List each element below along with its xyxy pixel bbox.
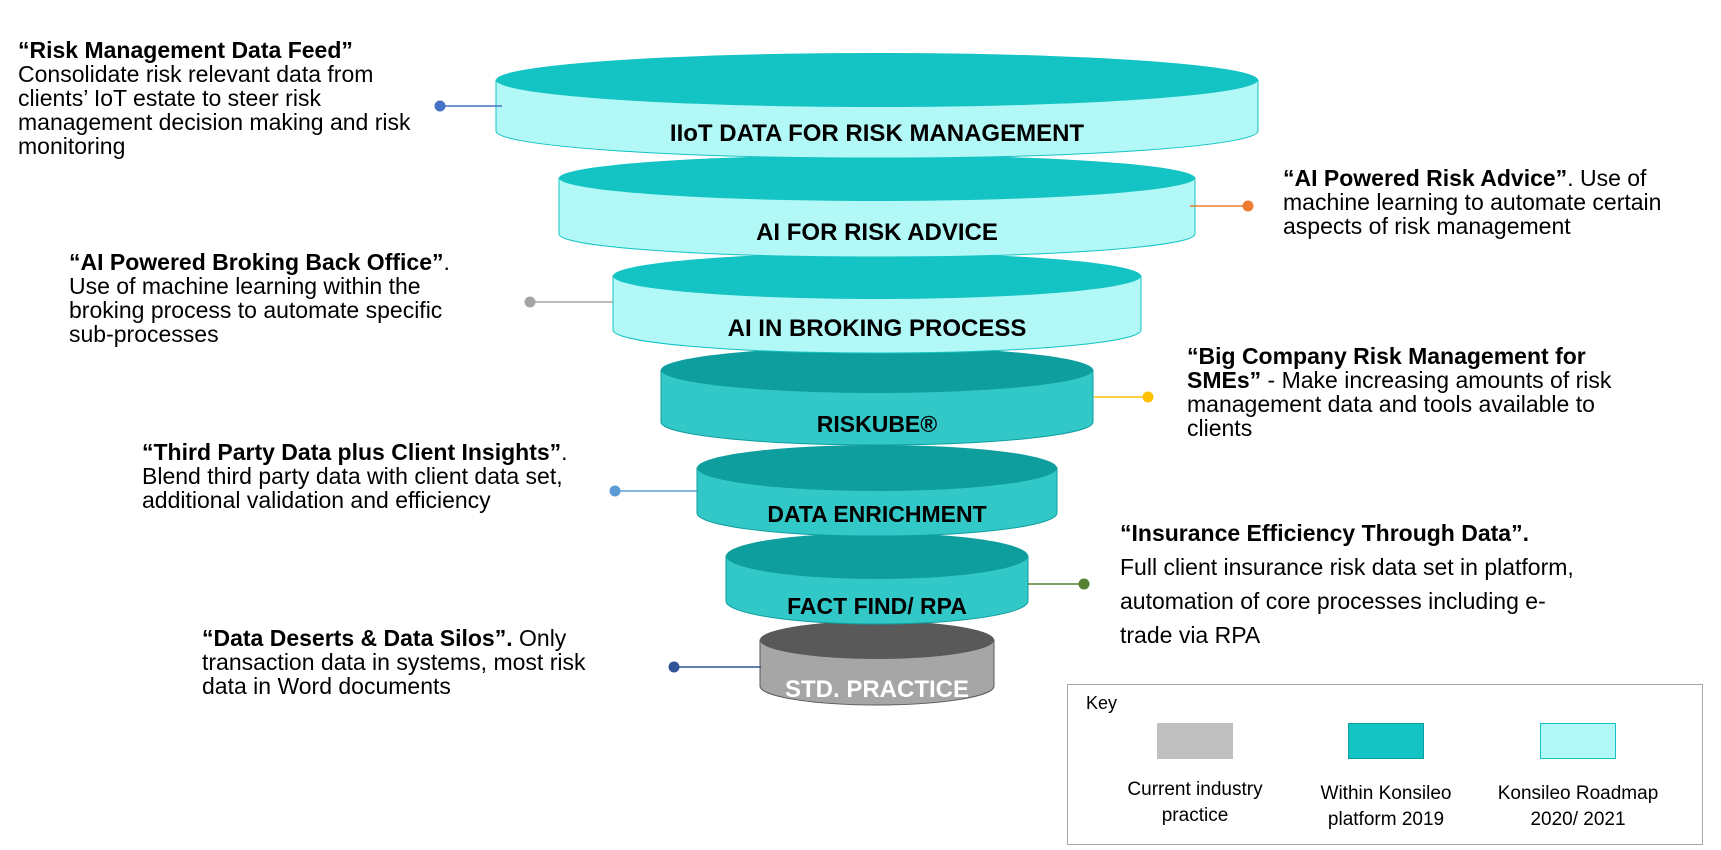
layer-label: DATA ENRICHMENT [767,501,986,527]
connector-dot [609,485,621,497]
layer-top [559,155,1195,201]
annotation-body: Only transaction data in systems, most r… [202,625,586,699]
funnel-layer-std-practice: STD. PRACTICE [759,621,995,706]
connector-dot [1242,200,1254,212]
layer-label: STD. PRACTICE [785,676,969,703]
layer-top [726,533,1028,579]
connector-dot [434,100,446,112]
funnel-layer-ai-broking-process: AI IN BROKING PROCESS [612,253,1142,354]
key-label-line: 2020/ 2021 [1530,809,1626,830]
key-swatch-current-practice [1157,723,1233,759]
annotation-title: “Data Deserts & Data Silos”. [202,625,513,651]
funnel-layer-ai-risk-advice: AI FOR RISK ADVICE [558,155,1196,258]
connector-iiot-data [434,100,502,112]
annotation-title: “Risk Management Data Feed” [18,37,353,63]
layer-label: IIoT DATA FOR RISK MANAGEMENT [670,120,1085,147]
annotation-ai-powered-broking-back-office: “AI Powered Broking Back Office”. Use of… [69,250,479,346]
connector-dot [668,661,680,673]
funnel-layer-iiot-data: IIoT DATA FOR RISK MANAGEMENT [495,53,1259,159]
key-title: Key [1086,693,1118,713]
annotation-insurance-efficiency: “Insurance Efficiency Through Data”. Ful… [1120,516,1590,652]
connector-std-practice [668,661,761,673]
annotation-body: - Make increasing amounts of risk manage… [1187,367,1612,441]
annotation-body: . Blend third party data with client dat… [142,439,568,513]
key-legend: Key Current industry practice Within Kon… [1067,684,1703,845]
annotation-body: . Use of machine learning within the bro… [69,249,450,347]
connector-dot [524,296,536,308]
layer-label: AI IN BROKING PROCESS [728,315,1027,342]
connector-fact-find-rpa [1028,578,1090,590]
key-label-line: Konsileo Roadmap [1497,783,1659,804]
key-label-line: practice [1161,805,1229,826]
layer-top [496,53,1258,107]
annotation-risk-management-data-feed: “Risk Management Data Feed” Consolidate … [18,38,418,158]
annotation-data-deserts: “Data Deserts & Data Silos”. Only transa… [202,626,632,698]
annotation-ai-powered-risk-advice: “AI Powered Risk Advice”. Use of machine… [1283,166,1713,238]
key-label-konsileo-roadmap: Konsileo Roadmap 2020/ 2021 [1488,781,1668,833]
annotation-body: . Use of machine learning to automate ce… [1283,165,1662,239]
key-label-konsileo-platform: Within Konsileo platform 2019 [1296,781,1476,833]
connector-ai-broking-process [524,296,613,308]
key-swatch-konsileo-platform [1348,723,1424,759]
key-label-current-practice: Current industry practice [1105,777,1285,829]
connector-data-enrichment [609,485,697,497]
annotation-title: “AI Powered Risk Advice” [1283,165,1568,191]
key-label-line: platform 2019 [1327,809,1445,830]
annotation-title: “AI Powered Broking Back Office” [69,249,444,275]
key-label-line: Within Konsileo [1320,783,1452,804]
layer-label: AI FOR RISK ADVICE [756,219,998,246]
key-label-line: Current industry [1127,779,1263,800]
funnel-layer-fact-find-rpa: FACT FIND/ RPA [725,533,1029,625]
connector-ai-risk-advice [1190,200,1254,212]
annotation-third-party-data: “Third Party Data plus Client Insights”.… [142,440,572,512]
connector-riskube [1094,391,1154,403]
layer-top [697,445,1057,491]
annotation-title: “Big Company Risk Management for SMEs” [1187,343,1586,393]
layer-top [613,253,1141,299]
annotation-big-company-risk-management: “Big Company Risk Management for SMEs” -… [1187,344,1647,440]
annotation-body: Consolidate risk relevant data from clie… [18,61,411,159]
key-swatch-konsileo-roadmap [1540,723,1616,759]
annotation-title: “Third Party Data plus Client Insights” [142,439,562,465]
connector-dot [1078,578,1090,590]
funnel-layer-data-enrichment: DATA ENRICHMENT [696,445,1058,537]
annotation-body: Full client insurance risk data set in p… [1120,554,1574,648]
funnel-layer-riskube: RISKUBE® [660,347,1094,446]
layer-top [760,621,994,659]
connector-dot [1142,391,1154,403]
layer-label: FACT FIND/ RPA [787,593,967,619]
layer-label: RISKUBE® [817,411,938,437]
annotation-title: “Insurance Efficiency Through Data”. [1120,520,1529,546]
layer-top [661,347,1093,393]
